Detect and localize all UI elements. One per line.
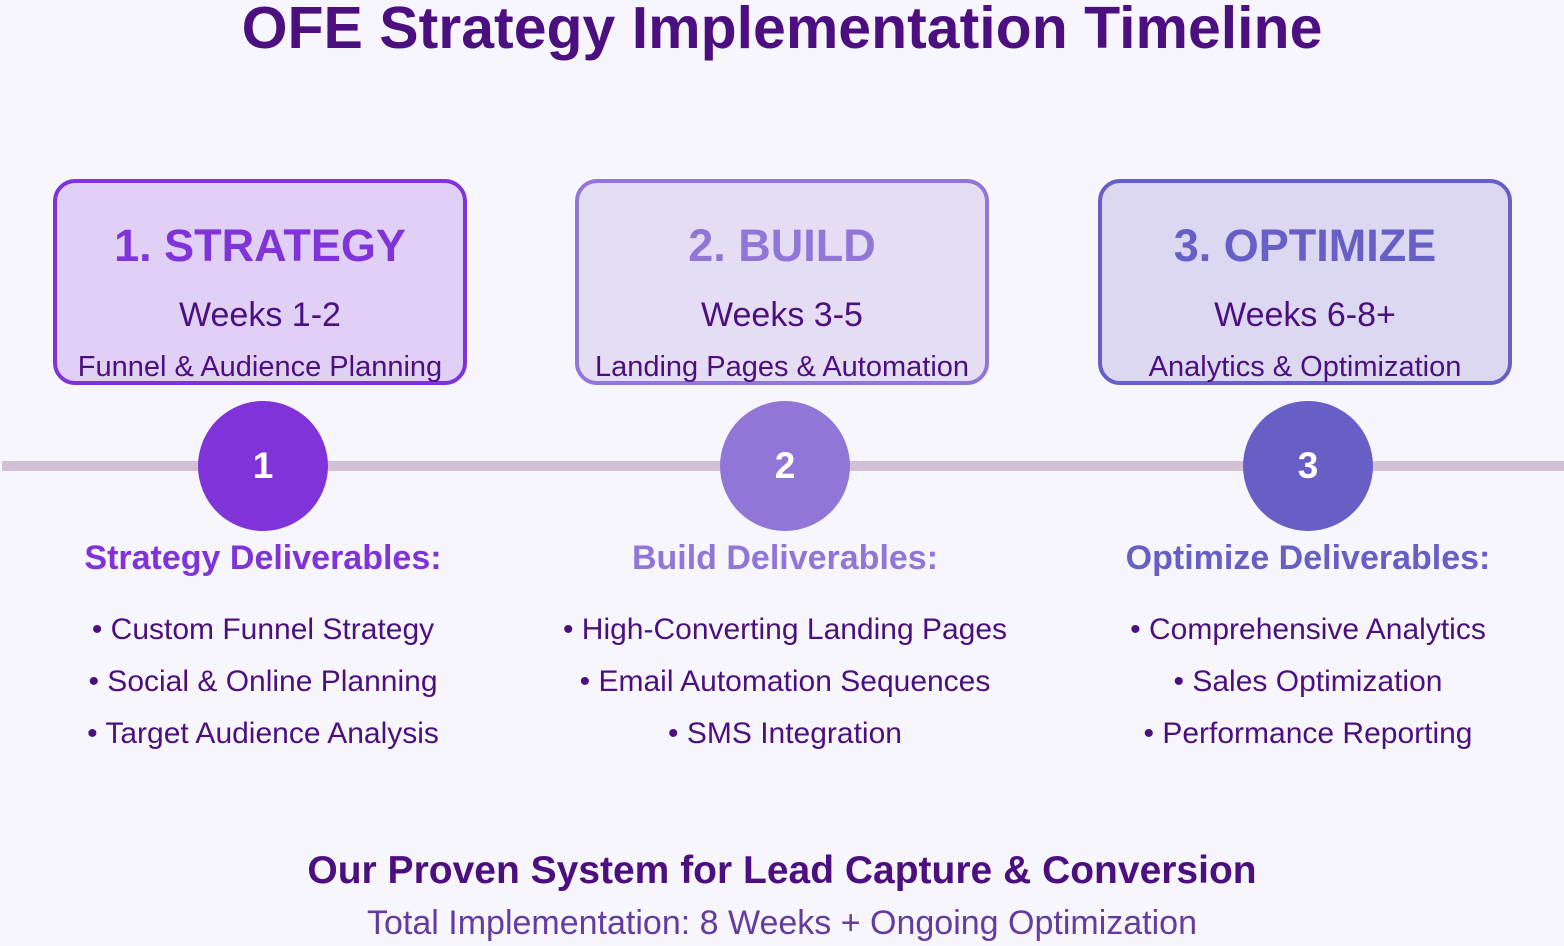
timeline-marker-2: 2: [720, 401, 850, 531]
phase-weeks: Weeks 6-8+: [1214, 296, 1396, 334]
deliverable-item: • SMS Integration: [668, 717, 902, 750]
deliverables-optimize: Optimize Deliverables: • Comprehensive A…: [1048, 538, 1564, 760]
deliverable-item: • Custom Funnel Strategy: [91, 613, 435, 646]
phase-heading: 3. OPTIMIZE: [1173, 220, 1437, 271]
phase-description: Landing Pages & Automation: [594, 351, 970, 383]
footer-headline: Our Proven System for Lead Capture & Con…: [307, 849, 1257, 892]
deliverables-build: Build Deliverables: • High-Converting La…: [525, 538, 1045, 760]
phase-description: Funnel & Audience Planning: [77, 351, 443, 383]
timeline-marker-1: 1: [198, 401, 328, 531]
phase-description: Analytics & Optimization: [1148, 351, 1462, 383]
phase-card-optimize: 3. OPTIMIZE Weeks 6-8+ Analytics & Optim…: [1098, 179, 1512, 385]
timeline-marker-3: 3: [1243, 401, 1373, 531]
deliverables-strategy: Strategy Deliverables: • Custom Funnel S…: [3, 538, 523, 760]
deliverable-item: • Comprehensive Analytics: [1130, 613, 1486, 646]
deliverable-item: • Email Automation Sequences: [579, 665, 991, 698]
phase-heading: 1. STRATEGY: [114, 220, 406, 271]
deliverables-heading: Optimize Deliverables:: [1125, 539, 1491, 577]
deliverable-item: • Sales Optimization: [1173, 665, 1443, 698]
phase-heading: 2. BUILD: [688, 220, 876, 271]
deliverable-item: • Social & Online Planning: [88, 665, 438, 698]
phase-card-strategy: 1. STRATEGY Weeks 1-2 Funnel & Audience …: [53, 179, 467, 385]
phase-weeks: Weeks 1-2: [179, 296, 341, 334]
phase-card-build: 2. BUILD Weeks 3-5 Landing Pages & Autom…: [575, 179, 989, 385]
phase-weeks: Weeks 3-5: [701, 296, 863, 334]
deliverables-heading: Strategy Deliverables:: [84, 539, 442, 577]
footer-subline: Total Implementation: 8 Weeks + Ongoing …: [367, 904, 1197, 942]
deliverable-item: • High-Converting Landing Pages: [562, 613, 1008, 646]
deliverable-item: • Target Audience Analysis: [87, 717, 439, 750]
page-title: OFE Strategy Implementation Timeline: [241, 0, 1323, 61]
deliverables-heading: Build Deliverables:: [631, 539, 939, 577]
deliverable-item: • Performance Reporting: [1143, 717, 1473, 750]
